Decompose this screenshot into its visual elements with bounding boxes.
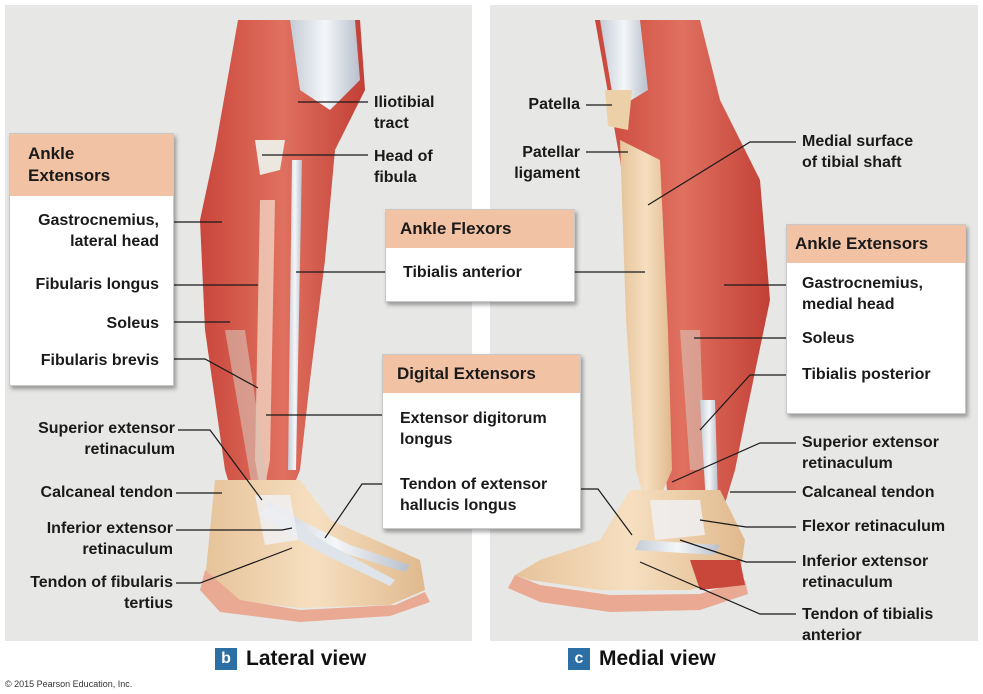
label-tendon-extensor-hallucis-longus: Tendon of extensor hallucis longus <box>400 476 548 514</box>
label-calcaneal-tendon-lateral: Calcaneal tendon <box>40 484 173 501</box>
label-flexor-retinaculum: Flexor retinaculum <box>802 518 946 535</box>
label-tendon-tibialis-anterior: Tendon of tibialis anterior <box>802 606 934 644</box>
label-inferior-extensor-retinaculum-medial: Inferior extensor retinaculum <box>802 553 929 591</box>
label-fibularis-longus: Fibularis longus <box>35 276 159 293</box>
caption-medial-text: Medial view <box>599 647 716 670</box>
medial-leg <box>508 20 770 612</box>
caption-lateral-text: Lateral view <box>246 647 367 670</box>
label-gastrocnemius-medial: Gastrocnemius, medial head <box>802 275 923 313</box>
label-tibialis-anterior: Tibialis anterior <box>403 264 522 281</box>
label-iliotibial-tract: Iliotibial tract <box>374 94 435 132</box>
medial-ankle-extensors-box: Ankle Extensors <box>786 224 966 414</box>
view-tag-c: c <box>568 648 590 670</box>
copyright-notice: © 2015 Pearson Education, Inc. <box>5 679 133 689</box>
label-calcaneal-tendon-medial: Calcaneal tendon <box>802 484 935 501</box>
label-patella: Patella <box>528 96 580 113</box>
lateral-leader-lines <box>170 101 388 584</box>
ankle-flexors-title: Ankle Flexors <box>386 210 574 248</box>
label-inferior-extensor-retinaculum-lateral: Inferior extensor retinaculum <box>46 520 173 558</box>
label-head-of-fibula: Head of fibula <box>374 148 433 186</box>
label-superior-extensor-retinaculum-lateral: Superior extensor retinaculum <box>38 420 175 458</box>
label-superior-extensor-retinaculum-medial: Superior extensor retinaculum <box>802 434 939 472</box>
label-patellar-ligament: Patellar ligament <box>514 144 580 182</box>
label-gastrocnemius-lateral: Gastrocnemius, lateral head <box>38 212 159 250</box>
caption-lateral-view: b Lateral view <box>215 647 366 671</box>
digital-extensors-box: Digital Extensors <box>382 354 581 529</box>
label-fibularis-brevis: Fibularis brevis <box>40 352 159 369</box>
label-medial-surface-tibial-shaft: Medial surface of tibial shaft <box>802 133 914 171</box>
lateral-ankle-extensors-box: Ankle Extensors <box>9 133 174 386</box>
label-soleus-medial: Soleus <box>802 330 855 347</box>
digital-extensors-title: Digital Extensors <box>383 355 580 393</box>
view-tag-b: b <box>215 648 237 670</box>
lateral-leg <box>200 20 430 622</box>
label-extensor-digitorum-longus: Extensor digitorum longus <box>400 410 547 448</box>
label-soleus-lateral: Soleus <box>106 315 159 332</box>
medial-leader-lines <box>562 104 796 615</box>
label-tibialis-posterior: Tibialis posterior <box>802 366 931 383</box>
ankle-flexors-box: Ankle Flexors <box>385 209 575 302</box>
caption-medial-view: c Medial view <box>568 647 716 671</box>
medial-ankle-extensors-title: Ankle Extensors <box>787 225 965 263</box>
lateral-ankle-extensors-title: Ankle Extensors <box>10 134 173 196</box>
title-line: Ankle <box>28 144 75 163</box>
label-tendon-fibularis-tertius: Tendon of fibularis tertius <box>30 574 173 612</box>
title-line: Extensors <box>28 166 111 185</box>
